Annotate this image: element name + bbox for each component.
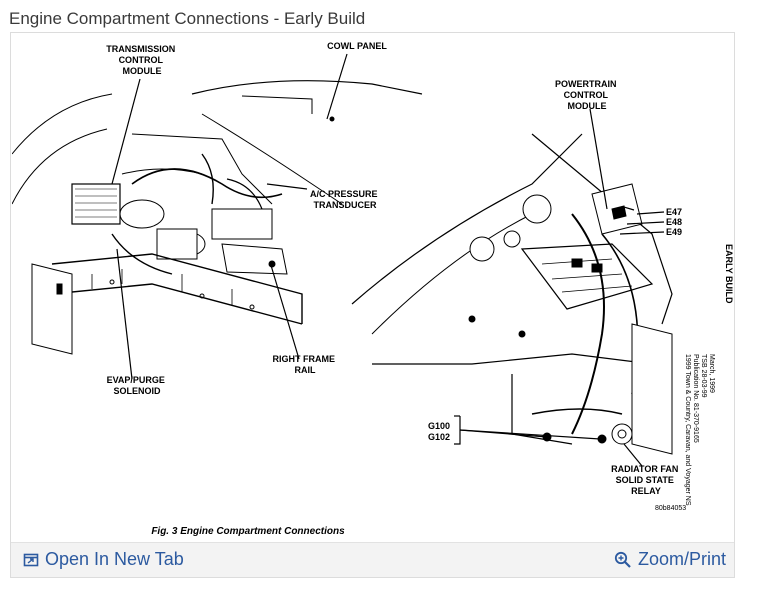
figure-caption: Fig. 3 Engine Compartment Connections [151, 526, 345, 537]
open-in-new-tab-label: Open In New Tab [45, 549, 184, 569]
side-note: 1999 Town & Country, Caravan, and Voyage… [684, 354, 715, 507]
label-right-frame-rail: RIGHT FRAME RAIL [272, 354, 337, 375]
label-transmission-control-module: TRANSMISSION CONTROL MODULE [106, 44, 178, 76]
label-evap-purge-solenoid: EVAP/PURGE SOLENOID [107, 375, 168, 396]
side-title: EARLY BUILD [724, 244, 734, 304]
diagram-footer: Open In New Tab Zoom/Print [11, 542, 734, 577]
figure-id: 80b84053 [655, 505, 686, 512]
label-connectors: E47 E48 E49 [666, 207, 685, 237]
label-cowl-panel: COWL PANEL [327, 41, 387, 51]
zoom-print-button[interactable]: Zoom/Print [614, 549, 726, 570]
leader-lines [111, 53, 665, 467]
label-radiator-fan-relay: RADIATOR FAN SOLID STATE RELAY [611, 464, 681, 496]
zoom-icon [614, 551, 631, 568]
right-engine-illustration [351, 133, 673, 455]
label-ac-pressure-transducer: A/C PRESSURE TRANSDUCER [310, 189, 380, 210]
page-title: Engine Compartment Connections - Early B… [9, 9, 366, 28]
engine-compartment-diagram[interactable]: TRANSMISSION CONTROL MODULE COWL PANEL A… [12, 34, 734, 544]
label-powertrain-control-module: POWERTRAIN CONTROL MODULE [555, 79, 619, 111]
label-grounds: G100 G102 [428, 421, 453, 442]
zoom-print-label: Zoom/Print [637, 549, 726, 569]
diagram-frame: TRANSMISSION CONTROL MODULE COWL PANEL A… [10, 32, 735, 578]
left-engine-illustration [12, 80, 423, 355]
new-tab-icon [23, 553, 39, 566]
open-in-new-tab-button[interactable]: Open In New Tab [23, 549, 184, 570]
